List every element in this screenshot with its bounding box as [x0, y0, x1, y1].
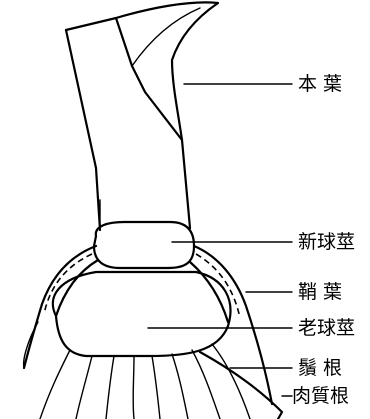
old-corm	[53, 272, 231, 356]
label-new-corm: 新球莖	[298, 231, 355, 253]
new-corm	[94, 222, 194, 268]
fleshy-root	[200, 352, 282, 419]
leaf-blade	[66, 2, 218, 230]
label-fibrous-root: 鬚 根	[298, 357, 342, 379]
label-fleshy-root: 肉質根	[292, 385, 349, 407]
label-sheath-leaf: 鞘 葉	[298, 281, 342, 303]
label-old-corm: 老球莖	[298, 317, 355, 339]
label-leaf: 本 葉	[298, 73, 342, 95]
leader-lines	[148, 84, 292, 396]
